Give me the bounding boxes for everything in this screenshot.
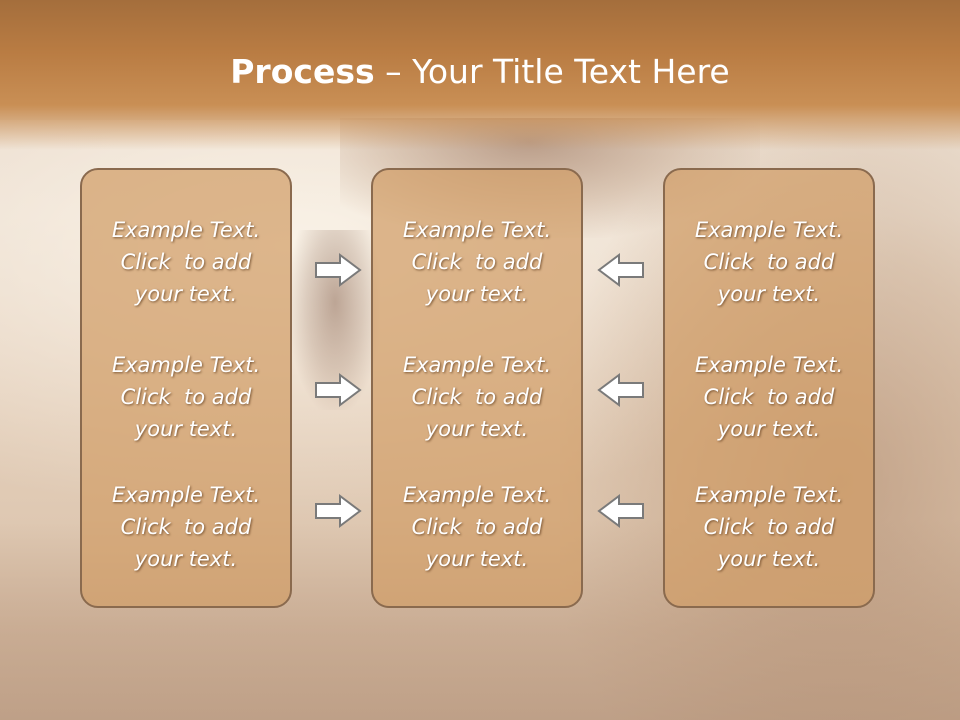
text-line: Example Text. <box>694 483 844 507</box>
text-placeholder[interactable]: Example Text. Click to add your text. <box>82 349 290 445</box>
text-line: your text. <box>134 282 238 306</box>
text-line: your text. <box>425 547 529 571</box>
arrow-right-icon[interactable] <box>314 373 362 407</box>
arrow-right-icon[interactable] <box>314 253 362 287</box>
text-placeholder[interactable]: Example Text. Click to add your text. <box>82 479 290 575</box>
text-line: Click to add <box>411 385 543 409</box>
text-line: Click to add <box>120 515 252 539</box>
process-box-center[interactable]: Example Text. Click to add your text. Ex… <box>371 168 583 608</box>
arrow-left-icon[interactable] <box>597 253 645 287</box>
text-line: Example Text. <box>694 218 844 242</box>
text-line: Example Text. <box>694 353 844 377</box>
title-rest-text: – Your Title Text Here <box>374 52 730 91</box>
text-line: Example Text. <box>402 483 552 507</box>
text-placeholder[interactable]: Example Text. Click to add your text. <box>665 214 873 310</box>
arrow-left-icon[interactable] <box>597 494 645 528</box>
text-line: Example Text. <box>111 353 261 377</box>
text-placeholder[interactable]: Example Text. Click to add your text. <box>665 349 873 445</box>
text-placeholder[interactable]: Example Text. Click to add your text. <box>82 214 290 310</box>
title-bar <box>0 0 960 150</box>
text-line: your text. <box>425 282 529 306</box>
text-line: your text. <box>717 282 821 306</box>
text-placeholder[interactable]: Example Text. Click to add your text. <box>665 479 873 575</box>
text-line: Click to add <box>411 515 543 539</box>
text-placeholder[interactable]: Example Text. Click to add your text. <box>373 349 581 445</box>
text-line: Example Text. <box>402 218 552 242</box>
text-line: your text. <box>717 417 821 441</box>
slide-title[interactable]: Process – Your Title Text Here <box>0 52 960 91</box>
text-line: your text. <box>717 547 821 571</box>
text-line: your text. <box>425 417 529 441</box>
text-line: Click to add <box>411 250 543 274</box>
text-line: Example Text. <box>111 483 261 507</box>
text-line: Example Text. <box>111 218 261 242</box>
text-line: Click to add <box>703 385 835 409</box>
text-line: Click to add <box>120 385 252 409</box>
text-placeholder[interactable]: Example Text. Click to add your text. <box>373 479 581 575</box>
arrow-left-icon[interactable] <box>597 373 645 407</box>
text-line: Click to add <box>703 250 835 274</box>
text-line: Example Text. <box>402 353 552 377</box>
process-box-left[interactable]: Example Text. Click to add your text. Ex… <box>80 168 292 608</box>
text-placeholder[interactable]: Example Text. Click to add your text. <box>373 214 581 310</box>
background-climber <box>290 230 380 410</box>
title-bold-text: Process <box>230 52 375 91</box>
text-line: your text. <box>134 417 238 441</box>
process-box-right[interactable]: Example Text. Click to add your text. Ex… <box>663 168 875 608</box>
text-line: Click to add <box>703 515 835 539</box>
text-line: Click to add <box>120 250 252 274</box>
arrow-right-icon[interactable] <box>314 494 362 528</box>
text-line: your text. <box>134 547 238 571</box>
